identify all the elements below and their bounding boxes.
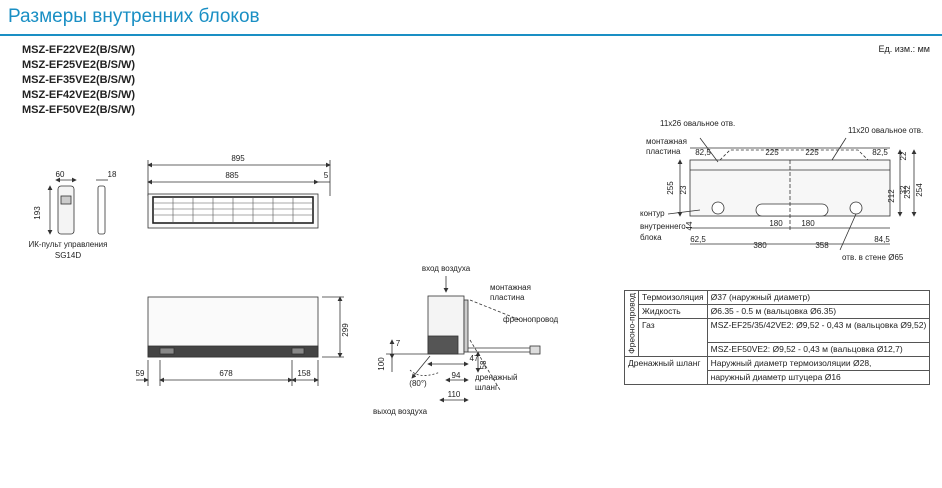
plate-mid-dim: 180 (769, 219, 783, 228)
model-item: MSZ-EF35VE2(B/S/W) (22, 74, 136, 86)
front-width-side: 5 (324, 171, 329, 180)
plate-top-dim: 225 (805, 148, 819, 157)
side-dim-47: 47 (470, 354, 479, 363)
side-mount-label-2: пластина (490, 293, 525, 302)
spec-label: Термоизоляция (638, 290, 708, 305)
model-list: MSZ-EF22VE2(B/S/W) MSZ-EF25VE2(B/S/W) MS… (22, 43, 135, 118)
air-inlet-label: вход воздуха (422, 264, 471, 273)
model-item: MSZ-EF50VE2(B/S/W) (22, 104, 136, 116)
remote-caption: ИК-пульт управления (29, 240, 108, 249)
plate-right-dim: 232 (903, 185, 912, 199)
bottom-left-label: 59 (136, 369, 145, 378)
plate-right-dim: 212 (887, 189, 896, 203)
plate-top-dim: 82,5 (872, 148, 888, 157)
model-item: MSZ-EF22VE2(B/S/W) (22, 44, 136, 56)
drain-hose-value: Наружный диаметр термоизоляции Ø28, (706, 355, 931, 371)
plate-right-dim: 254 (915, 183, 924, 197)
side-mount-label-1: монтажная (490, 283, 531, 292)
bottom-mid-label: 678 (219, 369, 233, 378)
plate-right-dim: 32 (899, 185, 908, 194)
contour-label-2: внутреннего (640, 222, 686, 231)
drain-hose-label: Дренажный шланг (624, 355, 708, 385)
plate-mount-label-1: монтажная (646, 137, 687, 146)
contour-label-1: контур (640, 209, 665, 218)
pipe-spec-table: Фреоно-провод Термоизоляция Ø37 (наружны… (624, 290, 931, 385)
remote-model: SG14D (55, 251, 81, 260)
plate-bottom-dim: 62,5 (690, 235, 706, 244)
plate-left-dim: 255 (666, 181, 675, 195)
front-width-total: 895 (231, 154, 245, 163)
side-dim-110: 110 (448, 390, 461, 399)
bottom-height-label: 299 (341, 323, 350, 337)
plate-left-dim: 23 (679, 185, 688, 194)
spec-value: MSZ-EF25/35/42VE2: Ø9,52 - 0,43 м (вальц… (706, 318, 931, 343)
front-width-inner: 885 (225, 171, 239, 180)
drain-label-2: шланг (475, 383, 498, 392)
title-divider (0, 34, 942, 36)
freon-pipe-group-label: Фреоно-провод (624, 290, 639, 357)
side-dim-100: 100 (377, 357, 386, 371)
remote-width-label: 60 (56, 170, 65, 179)
plate-top-dim: 225 (765, 148, 779, 157)
plate-right-dim: 22 (899, 151, 908, 160)
model-item: MSZ-EF25VE2(B/S/W) (22, 59, 136, 71)
plate-left-dim: 44 (685, 221, 694, 230)
side-dim-7: 7 (396, 339, 401, 348)
plate-bottom-dim: 358 (815, 241, 829, 250)
remote-depth-label: 18 (108, 170, 117, 179)
bottom-right-label: 158 (297, 369, 311, 378)
plate-mid-dim: 180 (801, 219, 815, 228)
oval-hole-2-label: 11x20 овальное отв. (848, 126, 923, 135)
remote-control-drawing (47, 177, 108, 235)
spec-value: MSZ-EF50VE2: Ø9,52 - 0,43 м (вальцовка Ø… (706, 341, 931, 357)
spec-value: Ø37 (наружный диаметр) (706, 290, 931, 305)
drain-label-1: дренажный (475, 373, 517, 382)
plate-bottom-dim: 84,5 (874, 235, 890, 244)
oval-hole-1-label: 11x26 овальное отв. (660, 119, 735, 128)
spec-label: Жидкость (638, 304, 708, 319)
spec-label: Газ (638, 318, 708, 357)
spec-value: Ø6.35 - 0.5 м (вальцовка Ø6.35) (706, 304, 931, 319)
bottom-view-drawing (136, 296, 344, 386)
plate-bottom-dim: 380 (753, 241, 767, 250)
unit-label: Ед. изм.: мм (878, 44, 930, 54)
mounting-plate-drawing (667, 137, 917, 251)
side-view-drawing (386, 276, 541, 403)
side-angle-label: (80°) (409, 379, 427, 388)
air-outlet-label: выход воздуха (373, 407, 428, 416)
front-view-drawing (147, 160, 331, 229)
freon-pipe-label: фреонопровод (503, 315, 558, 324)
side-dim-58: 58 (479, 360, 488, 369)
wall-hole-label: отв. в стене Ø65 (842, 253, 904, 262)
contour-label-3: блока (640, 233, 662, 242)
drain-hose-value: наружный диаметр штуцера Ø16 (706, 369, 931, 385)
plate-top-dim: 82,5 (695, 148, 711, 157)
model-item: MSZ-EF42VE2(B/S/W) (22, 89, 136, 101)
page-title: Размеры внутренних блоков (8, 6, 260, 27)
plate-mount-label-2: пластина (646, 147, 681, 156)
remote-height-label: 193 (33, 206, 42, 220)
side-dim-94: 94 (452, 371, 461, 380)
